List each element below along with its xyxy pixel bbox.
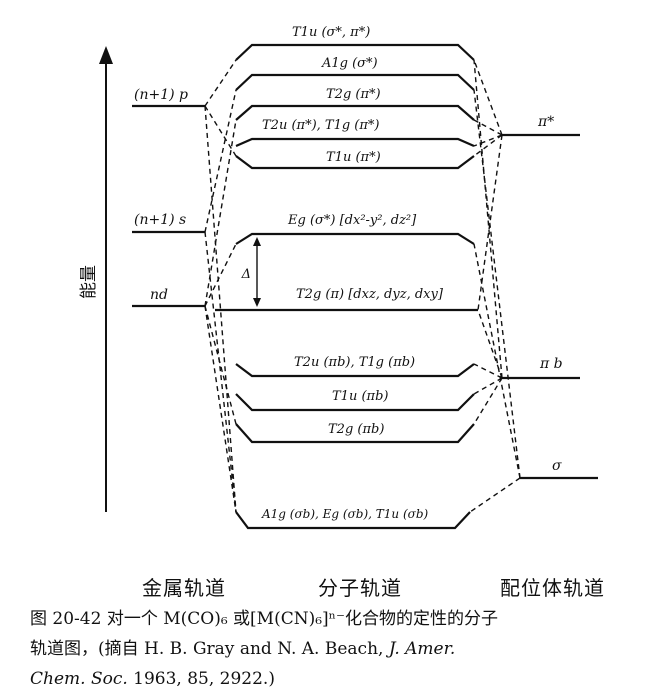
caption-line-1: 图 20-42 对一个 M(CO)₆ 或[M(CN)₆]ⁿ⁻化合物的定性的分子: [30, 609, 499, 629]
column-title-molecular: 分子轨道: [318, 576, 402, 600]
caption-line-2-text: 轨道图，(摘自 H. B. Gray and N. A. Beach,: [30, 639, 389, 659]
mo-level-t1u-pi-b-label: T1u (πb): [332, 389, 388, 404]
mo-level-a1g-antibonding: [235, 73, 475, 91]
mo-level-t1u-antibonding: [235, 43, 475, 61]
mo-level-t1u-pi-star-label: T1u (π*): [326, 150, 381, 165]
mo-level-t2u-t1g-pi-star: [235, 137, 475, 148]
mo-level-sigma-bonding: [235, 511, 471, 530]
caption-line-3-text: 1963, 85, 2922.): [127, 669, 275, 689]
column-title-metal: 金属轨道: [142, 576, 226, 600]
mo-level-t1u-antibonding-label: T1u (σ*, π*): [292, 25, 370, 40]
mo-level-t1u-pi-star: [235, 155, 475, 170]
mo-level-t2g-pi-b-label: T2g (πb): [328, 422, 384, 437]
metal-level-np-label: (n+1) p: [134, 87, 188, 103]
mo-level-t2g-pi-b: [235, 423, 475, 444]
mo-level-t2u-t1g-pi-b: [235, 363, 475, 378]
caption-line-2: 轨道图，(摘自 H. B. Gray and N. A. Beach, J. A…: [30, 634, 650, 664]
delta-arrowhead-bottom: [253, 298, 261, 307]
mo-level-t2u-t1g-pi-star-label: T2u (π*), T1g (π*): [262, 118, 379, 133]
ligand-level-sigma-label: σ: [552, 458, 562, 474]
metal-level-ns-label: (n+1) s: [134, 212, 186, 228]
mo-level-t2g-pi-label: T2g (π) [dxz, dyz, dxy]: [296, 287, 444, 302]
delta-label: Δ: [241, 267, 251, 282]
mo-level-t1u-pi-b: [235, 393, 475, 412]
mo-level-sigma-bonding-label: A1g (σb), Eg (σb), T1u (σb): [261, 507, 429, 521]
caption-journal-2: Chem. Soc.: [30, 669, 128, 689]
mo-level-eg-sigma-star-label: Eg (σ*) [dx²-y², dz²]: [287, 213, 417, 228]
metal-correlation-lines: [204, 59, 237, 513]
mo-level-t2g-pi-star-label: T2g (π*): [326, 87, 381, 102]
mo-level-t2u-t1g-pi-b-label: T2u (πb), T1g (πb): [294, 355, 415, 370]
caption-line-3: Chem. Soc. 1963, 85, 2922.): [30, 664, 650, 694]
mo-level-eg-sigma-star: [235, 232, 475, 245]
metal-level-nd-label: nd: [150, 287, 168, 303]
energy-axis-arrowhead: [99, 46, 113, 64]
mo-level-a1g-antibonding-label: A1g (σ*): [321, 56, 378, 71]
figure-caption: 图 20-42 对一个 M(CO)₆ 或[M(CN)₆]ⁿ⁻化合物的定性的分子 …: [30, 604, 650, 694]
ligand-level-pi-b-label: π b: [539, 356, 563, 372]
column-title-ligand: 配位体轨道: [500, 576, 605, 600]
ligand-correlation-lines: [469, 59, 521, 513]
ligand-level-pi-star-label: π*: [537, 114, 554, 130]
mo-level-t2g-pi-star: [235, 104, 475, 121]
energy-axis-label: 能量: [79, 265, 99, 299]
caption-journal-1: J. Amer.: [388, 639, 456, 659]
delta-arrowhead-top: [253, 237, 261, 246]
